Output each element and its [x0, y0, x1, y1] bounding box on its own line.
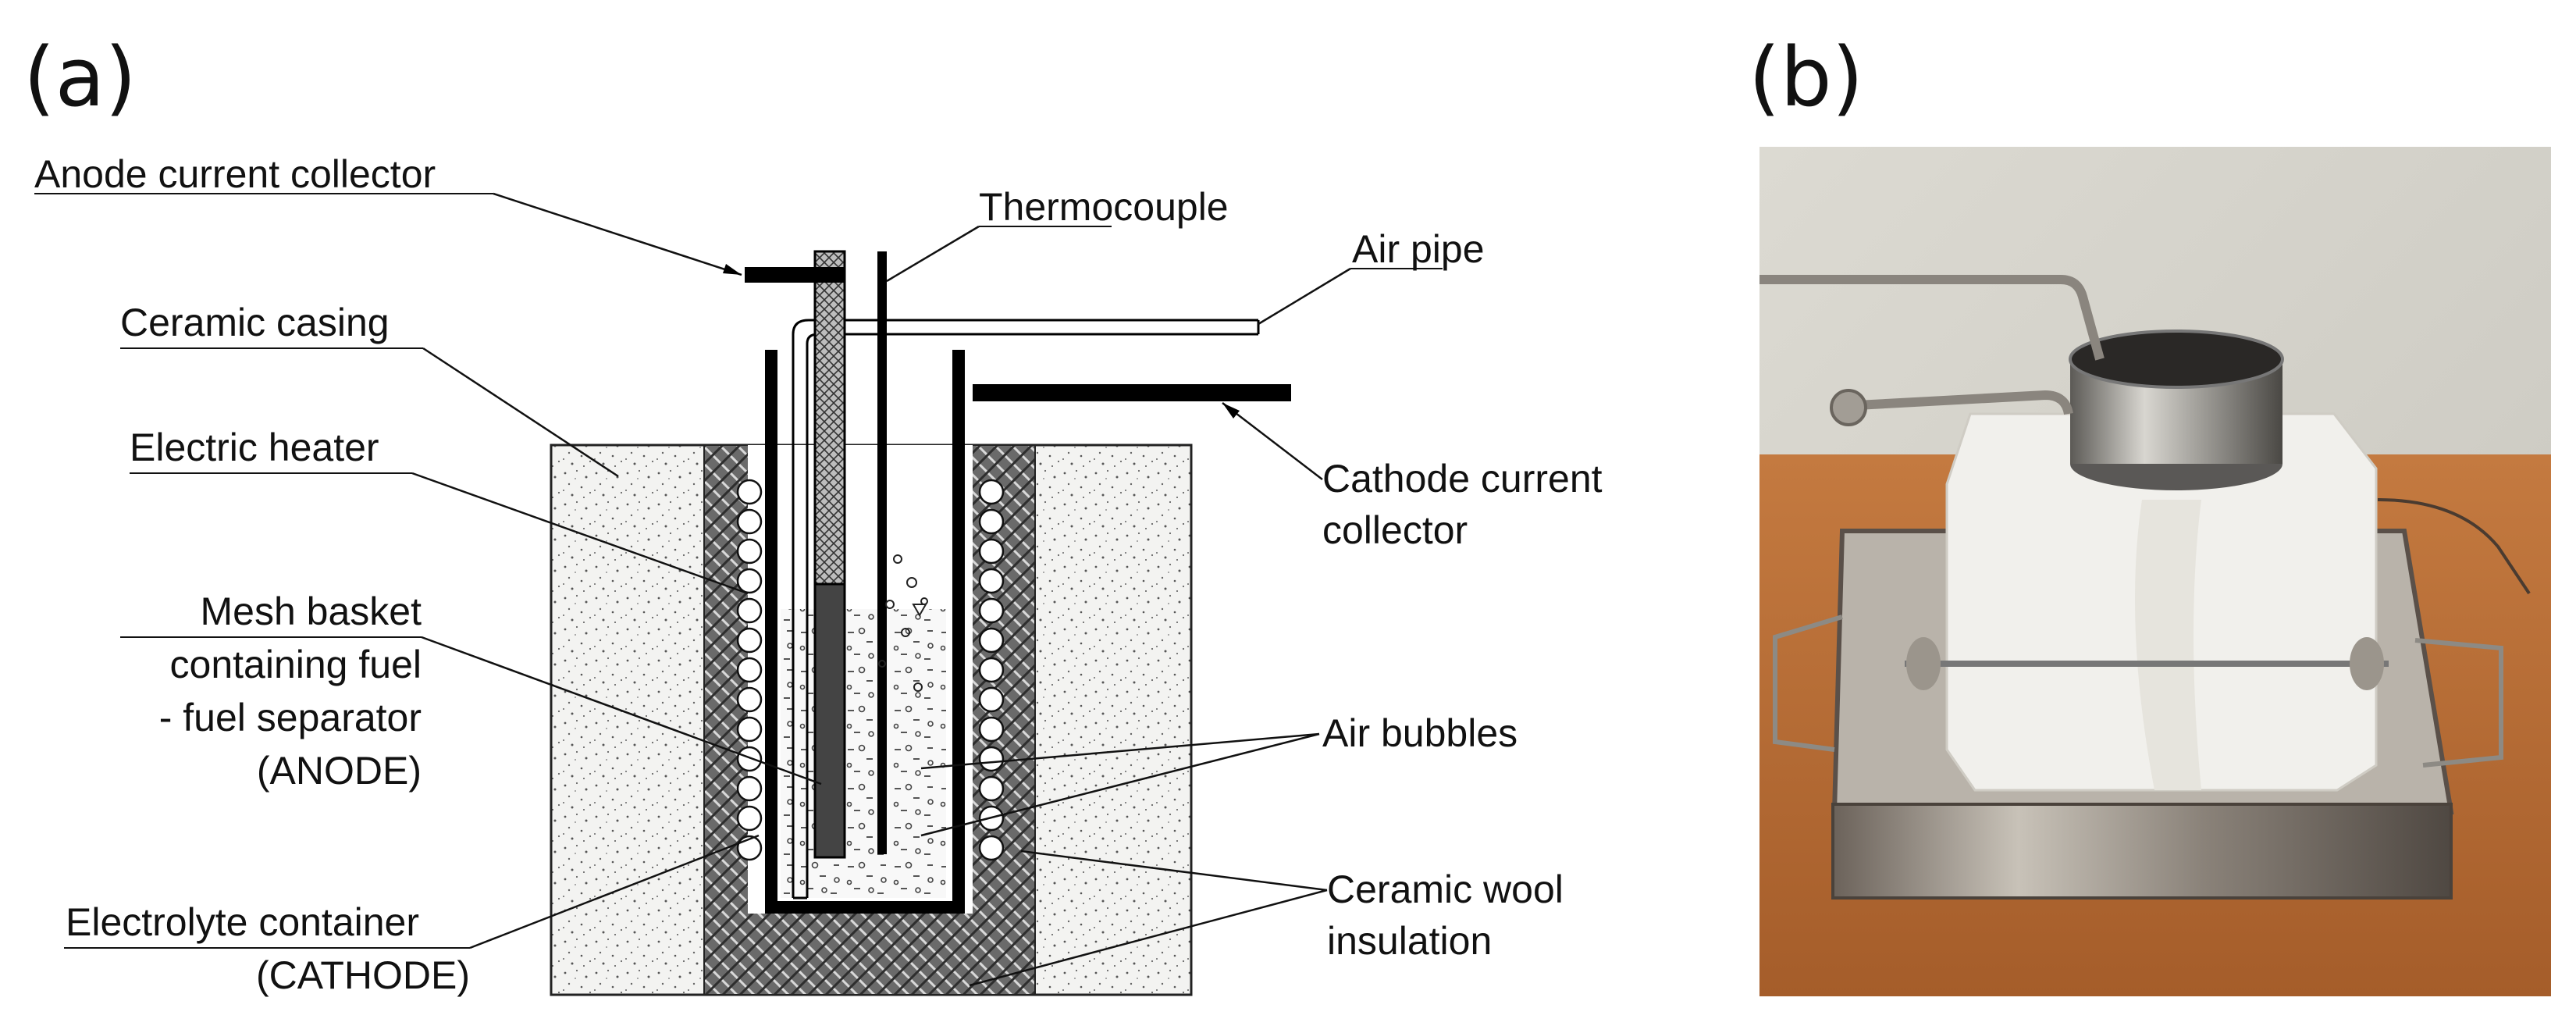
label-mesh-basket-1: Mesh basket: [201, 590, 422, 633]
label-mesh-basket-4: (ANODE): [257, 749, 422, 793]
heater-coil: [736, 805, 763, 832]
heater-coil: [736, 597, 763, 624]
electrolyte: [781, 609, 946, 898]
label-ceramic-casing: Ceramic casing: [120, 301, 390, 344]
label-air-bubbles: Air bubbles: [1322, 711, 1517, 755]
heater-coil: [978, 686, 1005, 713]
label-anode-current-collector: Anode current collector: [34, 152, 436, 196]
heater-coil: [736, 716, 763, 743]
heater-coil: [978, 775, 1005, 802]
heater-coil: [978, 716, 1005, 743]
heater-coil: [736, 686, 763, 713]
heater-coil: [736, 746, 763, 772]
heater-coil: [978, 746, 1005, 772]
thermocouple: [877, 251, 887, 854]
heater-coil: [736, 538, 763, 565]
air-bubbles: [878, 554, 928, 692]
heater-coil: [736, 568, 763, 594]
label-air-pipe: Air pipe: [1352, 227, 1485, 271]
label-thermocouple: Thermocouple: [979, 185, 1229, 229]
label-ceramic-wool-2: insulation: [1327, 919, 1492, 963]
label-mesh-basket-2: containing fuel: [170, 643, 422, 686]
heater-coil: [736, 775, 763, 802]
anode-rod: [813, 250, 846, 586]
label-electrolyte-container-1: Electrolyte container: [66, 900, 419, 944]
panel-label-a: (a): [23, 30, 137, 125]
heater-coil: [978, 597, 1005, 624]
mesh-basket: [813, 582, 846, 859]
cell-cross-section: [550, 250, 1291, 996]
label-electric-heater: Electric heater: [130, 426, 379, 469]
heater-coil: [736, 479, 763, 505]
label-electrolyte-container-2: (CATHODE): [256, 953, 470, 997]
anode-current-collector: [745, 267, 845, 283]
photo-fuel-cell: [1759, 147, 2551, 996]
heater-coil: [978, 627, 1005, 654]
heater-coil: [978, 835, 1005, 861]
leader-lines: [34, 192, 1443, 987]
air-pipe-outer: [792, 319, 1258, 898]
heater-coil: [978, 538, 1005, 565]
heater-coil: [978, 479, 1005, 505]
heater-coil: [978, 508, 1005, 535]
cathode-current-collector: [973, 384, 1291, 401]
diagram-labels: Anode current collector Thermocouple Air…: [34, 152, 1603, 997]
electric-heater: [736, 479, 1005, 861]
label-mesh-basket-3: - fuel separator: [159, 696, 422, 739]
photo-air-pipe: [1759, 275, 2105, 361]
electrolyte-container: [765, 350, 965, 914]
heater-coil: [978, 657, 1005, 683]
heater-coil: [978, 568, 1005, 594]
heater-coil: [736, 657, 763, 683]
heater-coil: [736, 508, 763, 535]
label-ceramic-wool-1: Ceramic wool: [1327, 867, 1564, 911]
label-cathode-current-collector-2: collector: [1322, 508, 1468, 552]
panel-label-b: (b): [1749, 30, 1863, 125]
label-cathode-current-collector-1: Cathode current: [1322, 457, 1603, 501]
heater-coil: [736, 627, 763, 654]
